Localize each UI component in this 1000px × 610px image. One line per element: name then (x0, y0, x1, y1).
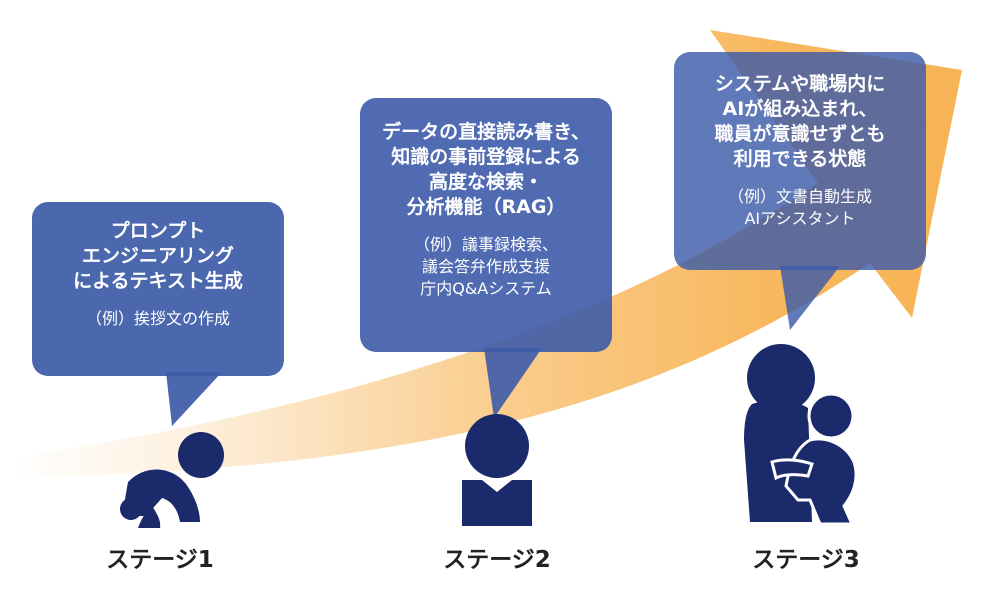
title-line: プロンプト (110, 220, 206, 242)
stage-3-example: （例）文書自動生成 AIアシスタント (728, 186, 872, 230)
stage-3-bubble-text: システムや職場内に AIが組み込まれ、職員が意識せずとも利用できる状態 （例）文書… (674, 72, 926, 230)
title-line: エンジニアリング (81, 245, 234, 267)
stage-2-title: データの直接読み書き、知識の事前登録による高度な検索・分析機能（RAG） (382, 120, 590, 220)
example-line: AIアシスタント (744, 209, 856, 228)
speech-bubble-stage-3 (674, 52, 926, 330)
stage-2-label: ステージ2 (443, 547, 551, 573)
example-line: （例）挨拶文の作成 (85, 309, 230, 328)
stage-1-title: プロンプトエンジニアリングによるテキスト生成 (73, 219, 243, 294)
title-line: によるテキスト生成 (73, 270, 243, 292)
stage-2-bubble-text: データの直接読み書き、知識の事前登録による高度な検索・分析機能（RAG） （例）… (360, 120, 612, 300)
adult-holding-child-icon (744, 344, 858, 526)
title-line: システムや職場内に (714, 73, 886, 95)
title-line: 職員が意識せずとも (714, 123, 886, 145)
crawling-baby-icon (120, 432, 224, 528)
speech-bubble-stage-2 (360, 98, 612, 418)
title-line: 利用できる状態 (733, 148, 867, 170)
stage-1-example: （例）挨拶文の作成 (86, 308, 230, 330)
title-line: データの直接読み書き、 (382, 121, 590, 143)
example-line: （例）文書自動生成 (727, 187, 872, 206)
stage-3-title: システムや職場内に AIが組み込まれ、職員が意識せずとも利用できる状態 (714, 72, 885, 172)
speech-bubble-stage-1 (32, 202, 284, 426)
example-line: 議会答弁作成支援 (421, 257, 550, 276)
example-line: （例）議事録検索、 (413, 235, 558, 254)
title-line: 分析機能（RAG） (406, 196, 566, 218)
title-line: AIが組み込まれ、 (722, 98, 878, 120)
stage-1-label: ステージ1 (106, 547, 214, 573)
example-line: 庁内Q&Aシステム (420, 279, 552, 298)
title-line: 高度な検索・ (428, 171, 543, 193)
stage-1-bubble-text: プロンプトエンジニアリングによるテキスト生成 （例）挨拶文の作成 (32, 219, 284, 330)
title-line: 知識の事前登録による (391, 146, 581, 168)
stage-3-label: ステージ3 (752, 547, 860, 573)
person-icon (462, 414, 532, 526)
stage-2-example: （例）議事録検索、議会答弁作成支援庁内Q&Aシステム (414, 234, 558, 300)
